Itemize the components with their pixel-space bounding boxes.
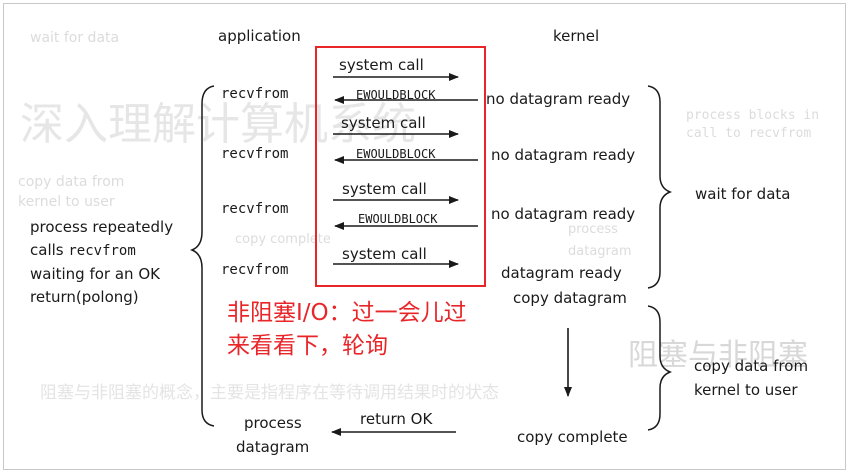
syscall-label: system call <box>342 180 427 198</box>
left-desc-line: process repeatedly <box>30 218 174 236</box>
ghost-text: kernel to user <box>18 194 115 210</box>
return-ok-label: return OK <box>360 410 433 428</box>
copy-complete-label: copy complete <box>517 428 628 446</box>
left-brace <box>189 85 215 427</box>
wait-for-data-label: wait for data <box>695 185 791 203</box>
ghost-text: 阻塞与非阻塞 <box>628 338 808 373</box>
ghost-text: process <box>568 222 618 237</box>
annotation-line1: 非阻塞I/O：过一会儿过 <box>227 300 467 326</box>
ghost-text: 阻塞与非阻塞的概念，主要是指程序在等待调用结果时的状态 <box>40 383 499 403</box>
left-desc-line: calls recvfrom <box>30 239 173 263</box>
ghost-text: call to recvfrom <box>686 126 812 141</box>
diagram-frame <box>3 3 846 470</box>
left-desc-text: calls <box>30 241 69 259</box>
datagram-label: datagram <box>236 438 310 456</box>
kernel-header: kernel <box>553 27 600 45</box>
copy-to-user-line1: copy data from <box>694 357 809 375</box>
process-label: process <box>244 414 302 432</box>
syscall-label: system call <box>339 56 424 74</box>
left-desc-line: return(polong) <box>30 288 139 306</box>
ghost-text: datagram <box>568 244 632 259</box>
kernel-status: no datagram ready <box>491 205 636 223</box>
annotation-line2: 来看看下，轮询 <box>227 333 388 359</box>
left-desc-code: recvfrom <box>68 243 136 259</box>
ghost-text: wait for data <box>30 30 120 46</box>
kernel-status: datagram ready <box>501 264 622 282</box>
recvfrom-call: recvfrom <box>221 201 289 217</box>
application-header: application <box>218 27 301 45</box>
left-desc-line: waiting for an OK <box>30 265 160 283</box>
copy-brace <box>647 305 673 431</box>
recvfrom-call: recvfrom <box>221 262 289 278</box>
copy-datagram-label: copy datagram <box>513 289 627 307</box>
recvfrom-call: recvfrom <box>221 86 289 102</box>
syscall-label: system call <box>342 245 427 263</box>
ewouldblock-label: EWOULDBLOCK <box>356 88 436 102</box>
ghost-text: copy data from <box>18 174 125 190</box>
ewouldblock-label: EWOULDBLOCK <box>356 147 436 161</box>
ghost-text: process blocks in <box>686 108 820 123</box>
ewouldblock-label: EWOULDBLOCK <box>358 212 438 226</box>
highlight-box <box>315 46 486 287</box>
wait-brace <box>647 85 673 289</box>
ghost-text: copy complete <box>235 232 331 247</box>
copy-to-user-line2: kernel to user <box>694 381 798 399</box>
kernel-status: no datagram ready <box>491 146 636 164</box>
ghost-text: 深入理解计算机系统 <box>20 99 416 150</box>
kernel-status: no datagram ready <box>486 90 631 108</box>
syscall-label: system call <box>341 114 426 132</box>
left-description: process repeatedly calls recvfrom waitin… <box>30 216 173 309</box>
recvfrom-call: recvfrom <box>221 146 289 162</box>
